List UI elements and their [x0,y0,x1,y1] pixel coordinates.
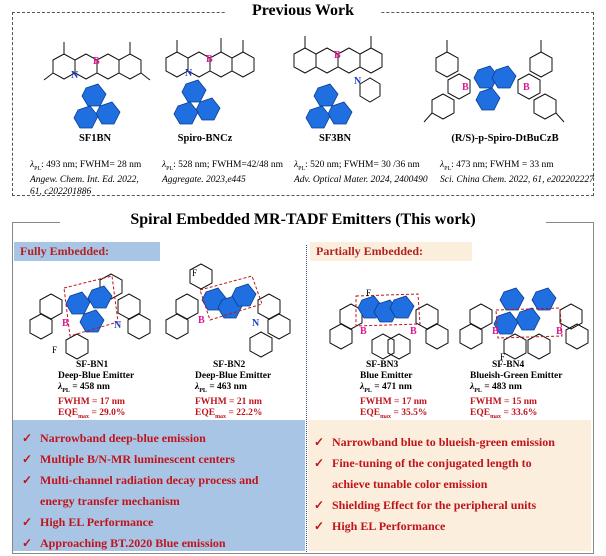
sf-bn2-fluorine-label: F [192,268,198,278]
sf-bn3-spiro [357,295,415,323]
spiro-bncz-boron-label: B [206,54,213,65]
feature-item: ✓Narrowband deep-blue emission [22,431,206,445]
molecule-name-sf1bn: SF1BN [78,133,112,144]
sf-bn3-highlight [355,293,421,327]
fully-embedded-features: ✓Narrowband deep-blue emission ✓Multiple… [22,428,258,554]
sf-bn4-highlight [495,307,563,339]
sf-bn1-fluorine-label: F [52,345,58,355]
sf1bn-nitrogen-label: N [71,70,79,81]
partially-embedded-features: ✓Narrowband blue to blueish-green emissi… [314,432,555,537]
emitter-fwhm: FWHM = 15 nm [470,396,537,407]
reference-sf3bn: λPL: 520 nm; FWHM= 30 /36 nm Adv. Optica… [294,160,428,186]
feature-item: ✓Approaching BT.2020 Blue emission [22,536,226,550]
sf3bn-boron-label: B [334,50,341,61]
emitter-caption-sf-bn3: SF-BN3 Blue Emitter λPL = 471 nm FWHM = … [360,360,460,423]
p-spiro-dtbuczb-structure [423,40,565,123]
emitter-pl: λPL = 458 nm [58,382,110,394]
emitter-name: SF-BN4 [492,360,525,370]
sf-bn3-fluorine-label: F [366,288,372,298]
sf-bn1-structure [29,273,151,360]
sf-bn1-spiro [65,285,113,333]
reference-spiro-bncz: λPL: 528 nm; FWHM=42/48 nm Aggregate. 20… [162,160,284,186]
sf-bn2-structure [165,263,291,358]
feature-item: ✓Multi-channel radiation decay process a… [22,473,259,487]
emitter-fwhm: FWHM = 17 nm [360,396,427,407]
sf-bn4-spiro [493,287,557,335]
sf1bn-structure [43,42,151,81]
sf-bn4-boron-label: B [492,326,499,337]
sf3bn-structure [293,36,383,103]
reference-sf1bn: λPL: 493 nm; FWHM= 28 nm Angew. Chem. In… [30,160,142,197]
sf-bn2-highlight [199,275,263,321]
emitter-fwhm: FWHM = 17 nm [58,396,125,407]
feature-item: ✓Narrowband blue to blueish-green emissi… [314,435,555,449]
emitter-type: Blueish-Green Emitter [470,371,563,381]
spiro-bncz-nitrogen-label: N [185,68,193,79]
emitter-name: SF-BN2 [213,360,246,370]
emitter-pl: λPL = 483 nm [470,382,522,394]
sf-bn4-fluorine-label: F [500,352,506,362]
emitter-fwhm: FWHM = 21 nm [195,396,262,407]
emitter-caption-sf-bn1: SF-BN1 Deep-Blue Emitter λPL = 458 nm FW… [58,360,168,423]
spiro-bncz-spiro [173,79,221,125]
partially-embedded-label: Partially Embedded: [310,242,472,261]
emitter-pl: λPL = 471 nm [360,382,412,394]
sf-bn1-highlight [63,275,119,337]
feature-item: ✓Multiple B/N-MR luminescent centers [22,452,235,466]
feature-item: ✓High EL Performance [22,515,154,529]
fully-embedded-features-panel [13,420,305,551]
sf-bn3-boron-label-2: B [410,326,417,337]
sf1bn-boron-label: B [93,56,100,67]
emitter-caption-sf-bn2: SF-BN2 Deep-Blue Emitter λPL = 463 nm FW… [195,360,305,423]
sf-bn3-boron-label: B [360,326,367,337]
sf3bn-nitrogen-label: N [354,76,362,87]
emitter-type: Blue Emitter [360,371,413,381]
emitter-type: Deep-Blue Emitter [58,371,135,381]
sf-bn2-spiro [201,283,257,319]
p-spiro-dtbuczb-boron-label: B [462,82,469,93]
molecule-name-spiro-bncz: Spiro-BNCz [177,133,233,144]
emitter-caption-sf-bn4: SF-BN4 Blueish-Green Emitter λPL = 483 n… [470,360,590,423]
sf1bn-spiro [73,83,121,129]
sf-bn2-nitrogen-label: N [252,318,260,329]
spiro-bncz-structure [165,38,255,78]
feature-item-continued: energy transfer mechanism [40,494,180,508]
feature-item-continued: achieve tunable color emission [332,477,488,491]
fully-embedded-label: Fully Embedded: [14,242,160,261]
feature-item: ✓High EL Performance [314,519,446,533]
sf-bn1-nitrogen-label: N [114,320,122,331]
previous-work-title: Previous Work [225,2,381,20]
p-spiro-dtbuczb-spiro [473,65,517,111]
thiswork-title: Spiral Embedded MR-TADF Emitters (This w… [60,211,546,229]
panel-divider [306,245,307,552]
emitter-eqe: EQEmax = 29.0% [58,407,126,420]
molecule-name-p-spiro-dtbuczb: (R/S)-p-Spiro-DtBuCzB [451,133,559,144]
sf3bn-spiro [305,83,353,129]
thiswork-molecules [29,263,589,360]
p-spiro-dtbuczb-boron-label-2: B [523,82,530,93]
reference-p-spiro-dtbuczb: λPL: 473 nm; FWHM = 33 nm Sci. China Che… [440,160,594,186]
emitter-eqe: EQEmax = 22.2% [195,407,263,420]
emitter-name: SF-BN3 [366,360,399,370]
feature-item: ✓Fine-tuning of the conjugated length to [314,456,532,470]
sf-bn3-structure [329,303,449,360]
sf-bn1-boron-label: B [62,318,69,329]
sf-bn4-boron-label-2: B [556,326,563,337]
sf-bn4-structure [459,303,589,360]
previous-molecules [43,36,565,129]
molecule-name-sf3bn: SF3BN [318,133,352,144]
emitter-eqe: EQEmax = 35.5% [360,407,428,420]
emitter-type: Deep-Blue Emitter [195,371,272,381]
partially-embedded-features-panel [308,420,591,551]
emitter-name: SF-BN1 [76,360,109,370]
sf-bn2-boron-label: B [198,315,205,326]
feature-item: ✓Shielding Effect for the peripheral uni… [314,498,537,512]
emitter-eqe: EQEmax = 33.6% [470,407,538,420]
emitter-pl: λPL = 463 nm [195,382,247,394]
